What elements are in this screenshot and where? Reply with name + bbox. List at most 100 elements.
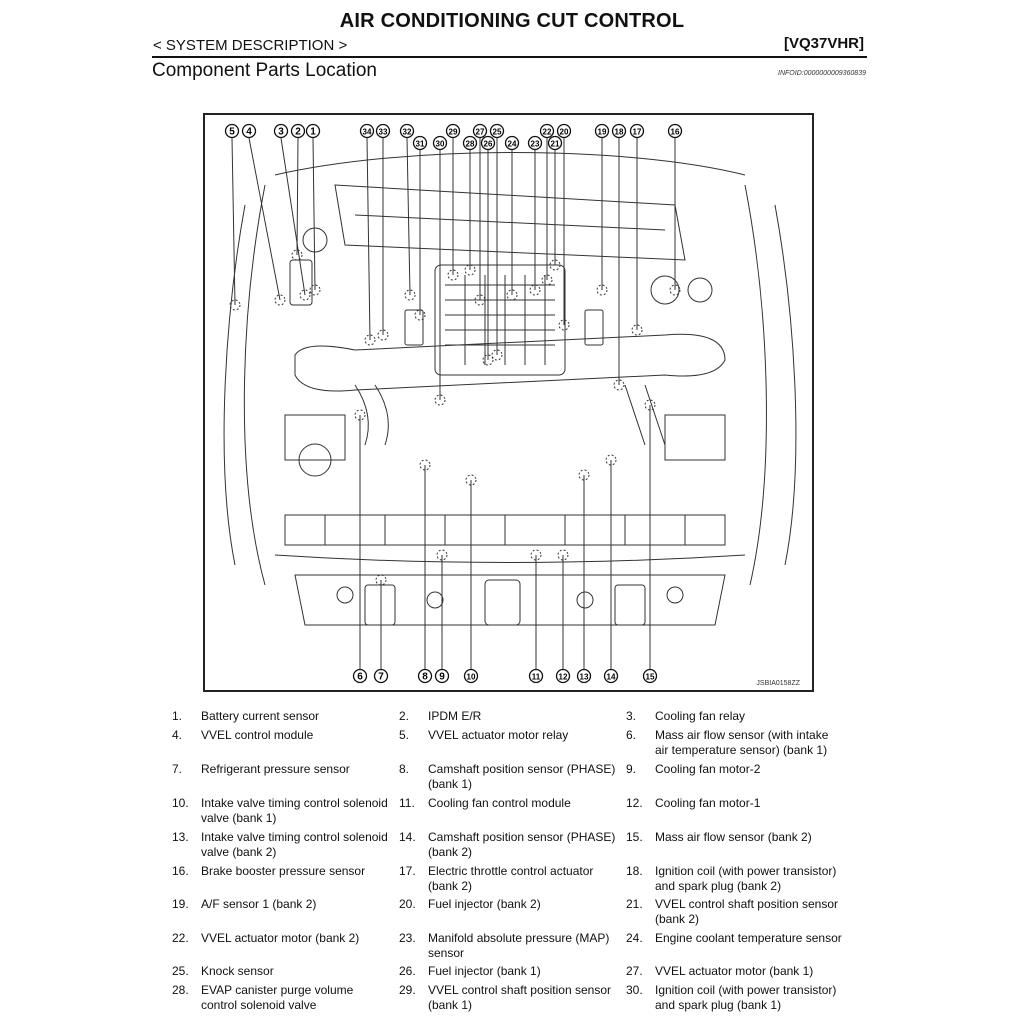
legend-item-number: 18. xyxy=(626,864,643,878)
legend-item-label: Electric throttle control actuator (bank… xyxy=(428,864,594,893)
callout-number: 26 xyxy=(484,140,493,149)
legend-item-number: 1. xyxy=(172,709,183,723)
callout-21: 21 xyxy=(547,135,563,151)
callout-22: 22 xyxy=(539,123,555,139)
component-marker xyxy=(375,574,387,586)
legend-item-label: Ignition coil (with power transistor) an… xyxy=(655,864,837,893)
callout-9: 9 xyxy=(434,668,450,684)
legend-item-label: Cooling fan control module xyxy=(428,796,571,810)
callout-circle xyxy=(504,135,520,151)
callout-circle xyxy=(667,123,683,139)
callout-number: 11 xyxy=(532,673,541,682)
callout-number: 32 xyxy=(403,128,412,137)
leader-line xyxy=(248,137,281,301)
legend-item-label: A/F sensor 1 (bank 2) xyxy=(201,897,317,911)
legend-item-label: Cooling fan relay xyxy=(655,709,746,723)
legend-item-label: VVEL control module xyxy=(201,728,314,742)
callout-number: 8 xyxy=(422,672,428,683)
callout-circle xyxy=(445,123,461,139)
callout-3: 3 xyxy=(273,123,289,139)
callout-18: 18 xyxy=(611,123,627,139)
component-marker xyxy=(529,284,541,296)
callout-23: 23 xyxy=(527,135,543,151)
legend-item-number: 3. xyxy=(626,709,637,723)
component-marker xyxy=(309,284,321,296)
callout-circle xyxy=(555,668,571,684)
callout-circle xyxy=(434,668,450,684)
component-marker xyxy=(404,289,416,301)
callout-circle xyxy=(576,668,592,684)
component-marker xyxy=(464,264,476,276)
legend-item-number: 11. xyxy=(399,796,415,810)
callout-number: 34 xyxy=(363,128,372,137)
legend-item-label: VVEL actuator motor relay xyxy=(428,728,569,742)
callout-number: 30 xyxy=(436,140,445,149)
component-markers xyxy=(229,249,681,586)
legend-item-number: 16. xyxy=(172,864,189,878)
callout-number: 20 xyxy=(560,128,569,137)
callout-number: 24 xyxy=(508,140,517,149)
header-rule xyxy=(152,56,867,58)
component-marker xyxy=(482,354,494,366)
legend-item-number: 21. xyxy=(626,897,643,911)
callout-number: 2 xyxy=(295,127,301,138)
component-marker xyxy=(491,349,503,361)
callout-circle xyxy=(352,668,368,684)
callout-34: 34 xyxy=(359,123,375,139)
component-marker xyxy=(631,324,643,336)
callout-24: 24 xyxy=(504,135,520,151)
callout-26: 26 xyxy=(480,135,496,151)
callout-number: 7 xyxy=(378,672,384,683)
legend-item-number: 24. xyxy=(626,931,643,945)
legend-item-label: Cooling fan motor-1 xyxy=(655,796,761,810)
leader-line xyxy=(366,137,371,341)
callout-circle xyxy=(472,123,488,139)
callout-13: 13 xyxy=(576,668,592,684)
callout-circle xyxy=(373,668,389,684)
callout-number: 15 xyxy=(646,673,655,682)
callout-28: 28 xyxy=(462,135,478,151)
component-marker xyxy=(578,469,590,481)
legend-item-label: Refrigerant pressure sensor xyxy=(201,762,350,776)
legend-item-number: 23. xyxy=(399,931,416,945)
callout-circle xyxy=(359,123,375,139)
legend-item-number: 27. xyxy=(626,964,643,978)
component-marker xyxy=(530,549,542,561)
legend-item-label: Intake valve timing control solenoid val… xyxy=(201,830,388,859)
callout-10: 10 xyxy=(463,668,479,684)
callout-25: 25 xyxy=(489,123,505,139)
callout-circle xyxy=(412,135,428,151)
component-marker xyxy=(549,259,561,271)
component-marker xyxy=(274,294,286,306)
legend-item-label: Mass air flow sensor (with intake air te… xyxy=(655,728,829,757)
callout-number: 25 xyxy=(493,128,502,137)
callout-circle xyxy=(462,135,478,151)
legend-item-number: 5. xyxy=(399,728,410,742)
callout-number: 13 xyxy=(580,673,589,682)
callout-6: 6 xyxy=(352,668,368,684)
component-marker xyxy=(229,299,241,311)
legend-item-label: VVEL actuator motor (bank 1) xyxy=(655,964,814,978)
callout-31: 31 xyxy=(412,135,428,151)
callout-number: 4 xyxy=(246,127,252,138)
leader-line xyxy=(231,137,236,306)
component-marker xyxy=(436,549,448,561)
callout-circle xyxy=(224,123,240,139)
legend-item-number: 6. xyxy=(626,728,637,742)
callout-circle xyxy=(241,123,257,139)
legend-item-number: 7. xyxy=(172,762,183,776)
callout-circle xyxy=(290,123,306,139)
legend-item-label: Brake booster pressure sensor xyxy=(201,864,366,878)
component-marker xyxy=(644,399,656,411)
legend-item-number: 8. xyxy=(399,762,410,776)
callout-circle xyxy=(527,135,543,151)
callout-number: 14 xyxy=(607,673,616,682)
callout-number: 18 xyxy=(615,128,624,137)
legend-item-number: 12. xyxy=(626,796,643,810)
page-title: AIR CONDITIONING CUT CONTROL xyxy=(339,10,685,32)
callout-7: 7 xyxy=(373,668,389,684)
callout-number: 27 xyxy=(476,128,485,137)
callout-circle xyxy=(547,135,563,151)
